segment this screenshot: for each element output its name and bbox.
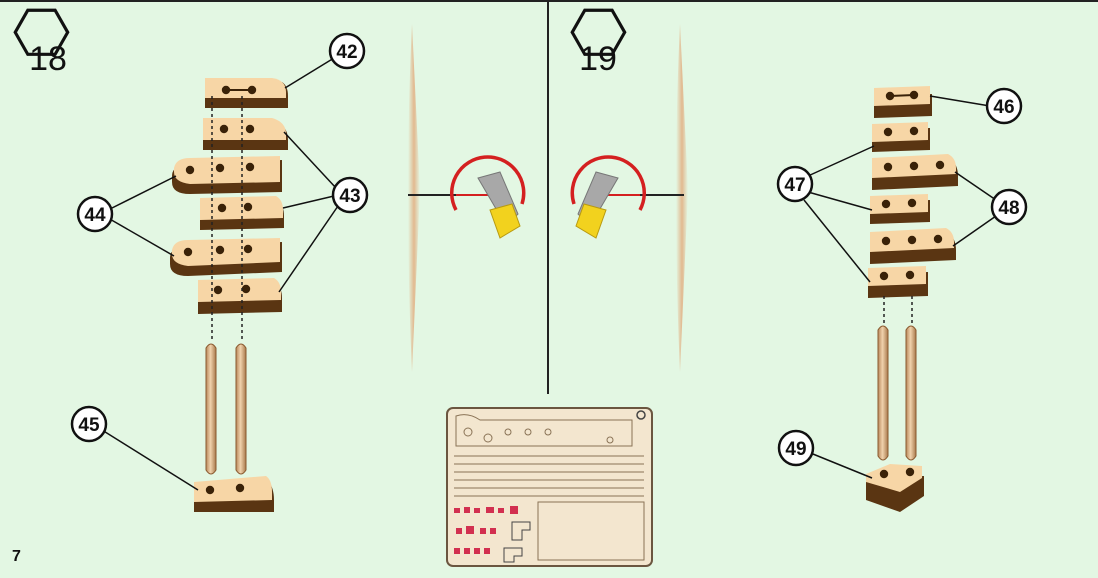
piece-44-bottom xyxy=(170,238,282,276)
plywood-sheet xyxy=(447,408,652,566)
callout-46: 46 xyxy=(930,89,1021,123)
piece-47-top xyxy=(872,122,930,152)
step-number: 19 xyxy=(579,40,617,78)
piece-42 xyxy=(205,78,288,108)
step-19-badge: 19 xyxy=(572,10,625,78)
callout-47: 47 xyxy=(778,146,874,282)
callout-43: 43 xyxy=(279,132,367,292)
step-number: 18 xyxy=(29,40,67,78)
piece-48-bottom xyxy=(870,228,956,264)
svg-text:46: 46 xyxy=(993,97,1014,118)
piece-45 xyxy=(194,476,274,512)
wood-dowel-pair xyxy=(206,344,246,474)
callout-48: 48 xyxy=(953,172,1026,246)
piece-43-bottom xyxy=(198,278,282,314)
callout-42: 42 xyxy=(285,34,364,88)
page-number: 7 xyxy=(12,548,21,566)
svg-text:44: 44 xyxy=(84,205,106,226)
piece-49 xyxy=(866,464,924,512)
callout-49: 49 xyxy=(779,431,872,478)
piece-48-top xyxy=(872,154,958,190)
step-18: 18 xyxy=(15,10,367,512)
piece-43-top xyxy=(203,118,288,150)
svg-text:43: 43 xyxy=(339,186,360,207)
svg-text:47: 47 xyxy=(784,175,805,196)
piece-47-middle xyxy=(870,194,930,224)
step-18-badge: 18 xyxy=(15,10,68,78)
toothpick-left xyxy=(408,24,420,372)
callout-44: 44 xyxy=(78,176,176,256)
svg-text:42: 42 xyxy=(336,42,357,63)
callout-45: 45 xyxy=(72,407,198,490)
piece-47-bottom xyxy=(868,266,928,298)
piece-46 xyxy=(874,86,932,118)
knife-cut-icon xyxy=(572,157,644,238)
svg-text:45: 45 xyxy=(78,415,100,436)
wood-dowel-pair xyxy=(878,326,916,460)
svg-text:48: 48 xyxy=(998,198,1019,219)
alignment-dashes xyxy=(884,296,912,326)
toothpick-right xyxy=(676,24,688,372)
svg-text:49: 49 xyxy=(785,439,806,460)
knife-cut-icon xyxy=(452,157,524,238)
piece-44-top xyxy=(172,156,282,194)
